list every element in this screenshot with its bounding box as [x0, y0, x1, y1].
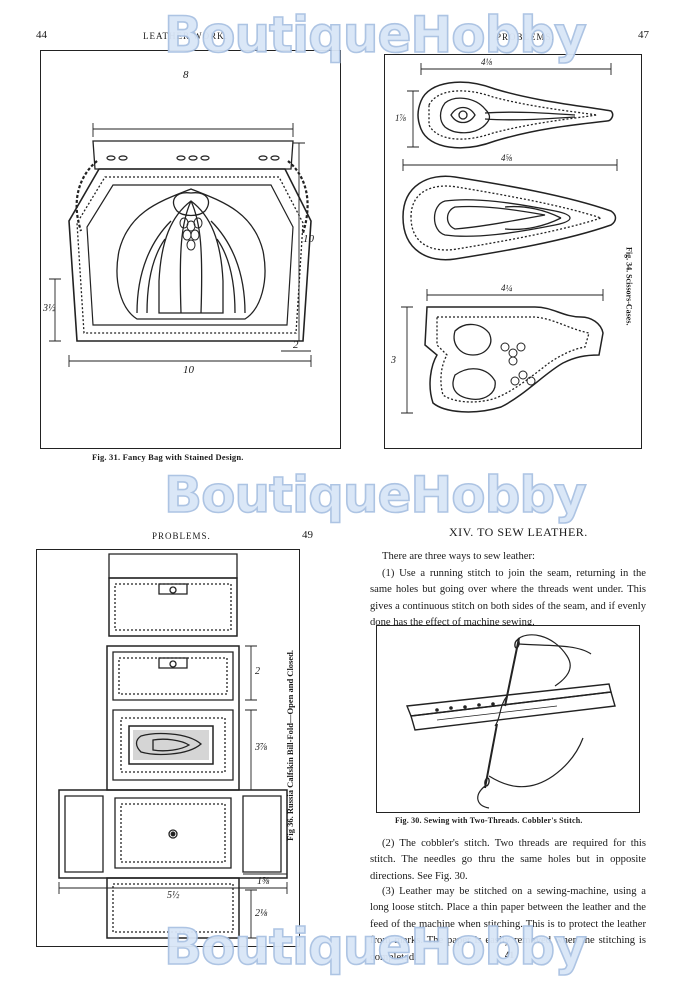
section-heading: XIV. TO SEW LEATHER.	[449, 525, 588, 539]
paragraph-3: (3) Leather may be stitched on a sewing-…	[370, 886, 646, 963]
dim-corner-2: 2	[293, 339, 299, 351]
paragraph-2: (2) The cobbler's stitch. Two threads ar…	[370, 838, 646, 882]
dim-d2: 3⅞	[255, 742, 268, 753]
figure-31-frame: 8 10 3½ 10 2	[40, 50, 341, 449]
dim-case3-width: 4¼	[501, 283, 513, 293]
dim-case1-width: 4⅛	[481, 57, 493, 67]
figure-34-caption: Fig. 34. Scissors-Cases.	[624, 247, 634, 326]
dim-d4: 2⅛	[255, 908, 268, 919]
scissors-cases-illustration	[401, 63, 618, 414]
dim-right-10: 10	[303, 233, 314, 245]
page-number-44: 44	[36, 29, 47, 41]
two-thread-sewing-illustration	[406, 634, 616, 809]
bill-fold-illustration	[58, 553, 288, 939]
running-head-problems: PROBLEMS.	[496, 32, 555, 42]
dim-case3-height: 3	[391, 355, 396, 366]
dim-d5: 1⅝	[257, 876, 270, 887]
figure-31-caption: Fig. 31. Fancy Bag with Stained Design.	[92, 452, 244, 462]
watermark-middle: BoutiqueHobby	[163, 465, 587, 525]
fancy-bag-illustration	[49, 123, 312, 367]
figure-34-frame: 4⅛ 1⅞ 4⅝ 4¼ 3 Fig. 34. Scissors-Cases.	[384, 54, 642, 449]
dim-d3: 5½	[167, 890, 180, 901]
watermark-top: BoutiqueHobby	[163, 5, 587, 65]
figure-30-frame	[376, 625, 640, 813]
page-number-47: 47	[638, 29, 649, 41]
dim-bottom-10: 10	[183, 364, 194, 376]
page-number-49: 49	[302, 529, 313, 541]
paragraph-1: (1) Use a running stitch to join the sea…	[370, 568, 646, 629]
figure-30-caption: Fig. 30. Sewing with Two-Threads. Cobble…	[395, 816, 583, 825]
dim-d1: 2	[255, 666, 260, 677]
running-head-problems-49: PROBLEMS.	[152, 531, 211, 541]
page-number-41: 41	[505, 950, 514, 960]
running-head-leather-work: LEATHER WORK.	[143, 31, 228, 41]
intro-text: There are three ways to sew leather:	[382, 551, 535, 562]
figure-36-frame: 2 3⅞ 5½ 2⅛ 1⅝ Fig 36. Russia Calfskin Bi…	[36, 549, 300, 947]
dim-case1-height: 1⅞	[395, 113, 407, 123]
watermark-bottom: BoutiqueHobby	[163, 917, 587, 977]
figure-36-caption: Fig 36. Russia Calfskin Bill-Fold—Open a…	[285, 650, 295, 841]
dim-case2-width: 4⅝	[501, 153, 513, 163]
dim-top-8: 8	[183, 69, 189, 81]
dim-left-3-5: 3½	[43, 303, 56, 314]
